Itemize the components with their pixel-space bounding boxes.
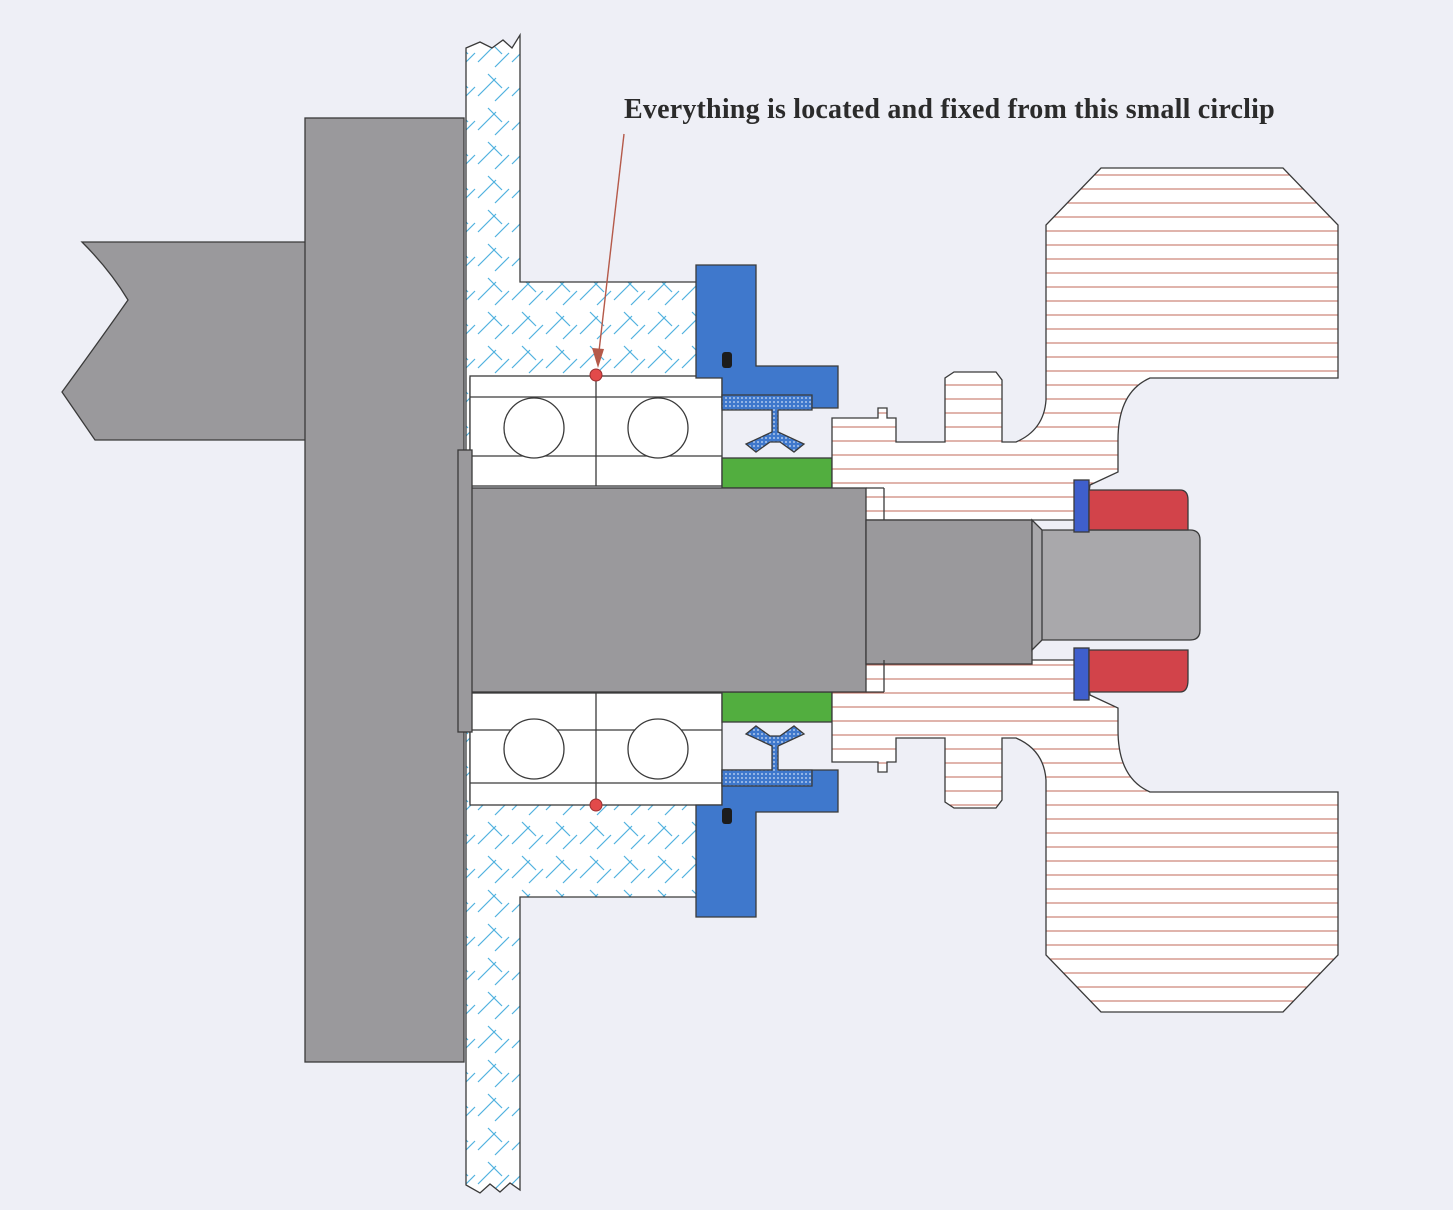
drive-flange [304, 117, 465, 1063]
washer [1073, 479, 1090, 533]
output-shaft-stub [865, 519, 1033, 665]
circlip [589, 798, 603, 812]
lock-nut [1088, 649, 1189, 693]
seal-carrier [695, 769, 839, 918]
lip-seal [721, 394, 813, 453]
output-shaft [459, 487, 867, 693]
shaft-step [457, 449, 473, 733]
motor-shaft [61, 241, 311, 441]
leader-arrowhead [592, 348, 604, 368]
shaft-thread [1031, 518, 1201, 652]
ball-bearing [503, 718, 565, 780]
lock-nut [1088, 489, 1189, 531]
annotation-label: Everything is located and fixed from thi… [624, 94, 1275, 125]
ball-bearing [627, 718, 689, 780]
seal-carrier [695, 264, 839, 409]
leader-line [597, 133, 625, 361]
washer [1073, 647, 1090, 701]
circlip [589, 368, 603, 382]
lip-seal [721, 725, 813, 787]
gear-hub [831, 167, 1339, 521]
ball-bearing [503, 397, 565, 459]
spacer-ring [721, 457, 833, 489]
ball-bearing [627, 397, 689, 459]
spacer-ring [721, 691, 833, 723]
gear-hub [831, 659, 1339, 1013]
